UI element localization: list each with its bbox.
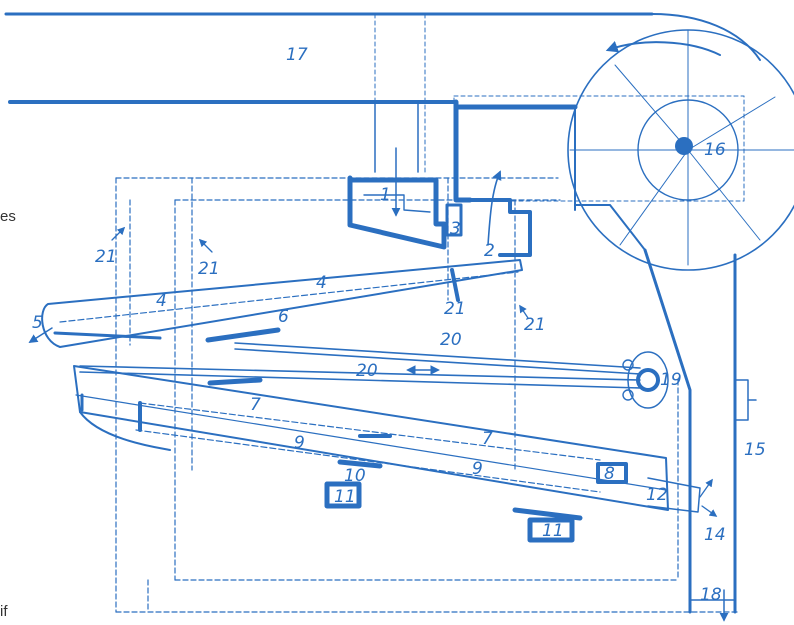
label-16: 16 [704,140,726,160]
label-6: 6 [278,307,289,327]
label-15: 15 [744,440,766,460]
lower-sieve-box [73,365,669,511]
deflector-6 [205,327,281,343]
label-20-lower: 20 [356,361,378,381]
label-21-left: 21 [95,247,117,267]
connecting-rods [79,342,641,389]
fan-housing [453,29,794,271]
label-17: 17 [286,45,308,65]
label-12: 12 [646,485,668,505]
upper-duct [4,12,761,104]
fan-hub [675,137,693,155]
eccentric-drive [622,351,669,409]
number-labels: 1 2 3 4 4 5 6 7 7 8 9 9 10 11 11 12 14 1… [32,45,766,605]
label-9-right: 9 [472,459,483,479]
label-14: 14 [704,525,726,545]
label-4-right: 4 [316,273,327,293]
aspiration-channel [574,204,757,622]
outlet-8 [596,462,628,484]
label-19: 19 [660,370,682,390]
edge-text-es: es [0,208,16,225]
label-3: 3 [450,219,461,239]
label-8: 8 [604,464,615,484]
label-5: 5 [32,313,43,333]
feed-hopper [347,175,463,250]
label-21-center-left: 21 [198,259,220,279]
outlet-12 [647,477,718,517]
upper-sieve [28,259,523,348]
label-4-left: 4 [156,291,167,311]
label-7-left: 7 [250,395,261,415]
frame-arrows [111,226,529,319]
label-9-left: 9 [294,433,305,453]
feed-pipe [374,13,426,217]
label-11-left: 11 [334,487,356,507]
label-10: 10 [344,466,366,486]
label-11-right: 11 [542,521,564,541]
label-21-right: 21 [524,315,546,335]
label-1: 1 [380,185,391,205]
label-7-right: 7 [482,429,493,449]
label-20-upper: 20 [440,330,462,350]
outlets-10-11 [324,459,583,543]
label-18: 18 [700,585,722,605]
edge-text-if: if [0,603,8,620]
label-2: 2 [484,241,495,261]
label-21-center: 21 [444,299,466,319]
